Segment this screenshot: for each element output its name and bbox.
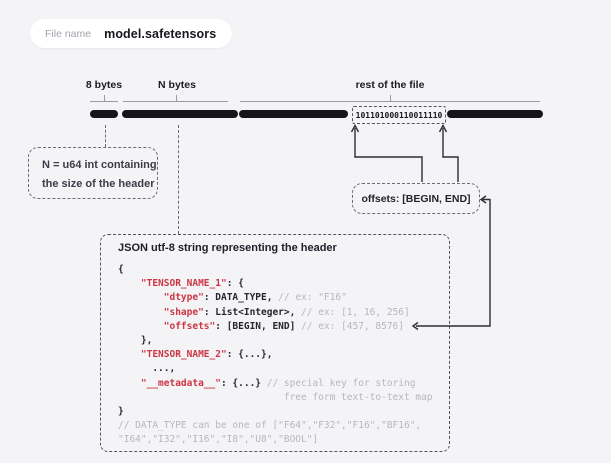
file-name-value: model.safetensors <box>104 26 217 41</box>
code-line: "I64","I32","I16","I8","U8","BOOL"] <box>118 433 433 447</box>
code-line: "dtype": DATA_TYPE, // ex: "F16" <box>118 291 433 305</box>
code-token-plain: : List<Integer>, <box>203 306 302 318</box>
bracket-n-bytes <box>123 94 228 102</box>
file-bar-n-bytes <box>122 110 238 118</box>
code-token-comment: "I64","I32","I16","I8","U8","BOOL"] <box>118 434 319 446</box>
label-rest-of-file: rest of the file <box>355 79 425 91</box>
code-token-plain: : DATA_TYPE, <box>203 292 279 304</box>
code-token-plain: : {...} <box>220 377 267 389</box>
n-u64-note-box: N = u64 int containing the size of the h… <box>28 147 158 199</box>
json-header-title: JSON utf-8 string representing the heade… <box>118 242 337 254</box>
json-header-box: JSON utf-8 string representing the heade… <box>100 234 450 452</box>
file-name-pill: File name model.safetensors <box>30 19 233 48</box>
code-token-comment: // DATA_TYPE can be one of ["F64","F32",… <box>118 420 422 432</box>
code-token-plain: }, <box>118 335 153 347</box>
bracket-tick <box>104 95 105 101</box>
code-token-comment: // ex: [1, 16, 256] <box>301 306 410 318</box>
code-token-comment: // special key for storing <box>266 377 416 389</box>
code-line: ..., <box>118 362 433 376</box>
code-token-key: "dtype" <box>163 292 204 304</box>
code-line: free form text-to-text map <box>118 391 433 405</box>
code-token-comment: // ex: "F16" <box>278 292 347 304</box>
code-token-plain: : [BEGIN, END] <box>215 320 302 332</box>
dashed-connector-nbytes-to-json <box>178 125 179 234</box>
offsets-note-text: offsets: [BEGIN, END] <box>361 192 471 205</box>
code-token-key: "__metadata__" <box>140 377 221 389</box>
code-token-plain <box>118 278 141 289</box>
bracket-tick <box>390 95 391 101</box>
offsets-note-box: offsets: [BEGIN, END] <box>352 183 480 214</box>
binary-bits-text: 101101000110011110 <box>355 110 443 120</box>
n-note-line1: N = u64 int containing <box>42 159 157 171</box>
code-line: "TENSOR_NAME_2": {...}, <box>118 348 433 362</box>
code-token-key: "offsets" <box>163 320 216 332</box>
bracket-rest-of-file <box>240 94 540 102</box>
code-token-plain: ..., <box>118 363 176 375</box>
code-line: "__metadata__": {...} // special key for… <box>118 377 433 391</box>
code-token-comment: // ex: [457, 8576] <box>301 320 404 332</box>
end-offset-arrow-icon <box>438 124 459 182</box>
code-token-plain <box>118 349 141 360</box>
code-token-comment: free form text-to-text map <box>118 391 433 403</box>
code-line: } <box>118 405 433 419</box>
code-token-key: "shape" <box>163 306 204 318</box>
file-name-label: File name <box>45 27 92 40</box>
code-line: }, <box>118 334 433 348</box>
n-note-line2: the size of the header <box>42 178 155 190</box>
label-n-bytes: N bytes <box>158 79 196 91</box>
json-header-code: { "TENSOR_NAME_1": { "dtype": DATA_TYPE,… <box>118 263 433 448</box>
code-line: { <box>118 263 433 277</box>
file-bar-rest-right <box>447 110 543 118</box>
code-token-plain: : { <box>226 278 244 290</box>
code-line: "TENSOR_NAME_1": { <box>118 277 433 291</box>
code-token-plain <box>118 307 164 318</box>
code-line: // DATA_TYPE can be one of ["F64","F32",… <box>118 419 433 433</box>
code-line: "offsets": [BEGIN, END] // ex: [457, 857… <box>118 320 433 334</box>
code-token-key: "TENSOR_NAME_1" <box>140 278 227 290</box>
code-token-plain: : {...}, <box>226 349 273 361</box>
binary-tensor-segment: 101101000110011110 <box>352 106 446 124</box>
dashed-connector-8bytes-to-note <box>105 125 106 147</box>
file-bar-8-bytes <box>90 110 118 118</box>
bracket-tick <box>175 95 177 101</box>
code-token-plain <box>118 292 164 303</box>
code-token-key: "TENSOR_NAME_2" <box>140 349 227 361</box>
file-bar-rest-left <box>239 110 348 118</box>
code-line: "shape": List<Integer>, // ex: [1, 16, 2… <box>118 306 433 320</box>
bracket-8-bytes <box>90 94 118 102</box>
code-token-plain <box>118 321 164 332</box>
label-8-bytes: 8 bytes <box>85 79 123 91</box>
code-token-plain <box>118 378 141 389</box>
code-token-plain: } <box>118 406 124 418</box>
code-token-plain: { <box>118 264 124 275</box>
begin-offset-arrow-icon <box>350 124 423 182</box>
